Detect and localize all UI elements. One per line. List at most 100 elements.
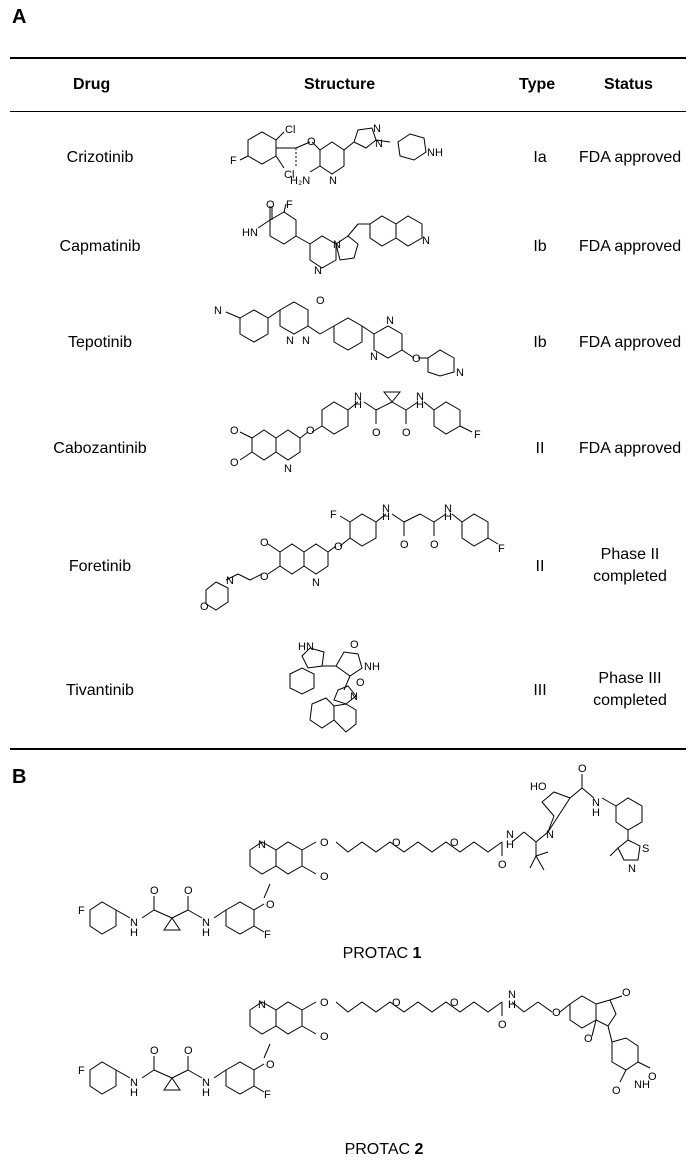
atom-n-14: N <box>416 391 424 403</box>
atom-n-13: N <box>354 391 362 403</box>
protac-1-prefix: PROTAC <box>342 945 413 962</box>
atom-o-9: O <box>230 457 239 469</box>
protac-2-caption: PROTAC 2 <box>284 1141 484 1159</box>
atom-h-2: H <box>416 399 424 411</box>
atom-hn-2: HN <box>298 641 314 653</box>
atom-f-4: F <box>330 509 337 521</box>
atom-o-3: O <box>316 295 325 307</box>
atom-n-28: N <box>130 1077 138 1089</box>
atom-o-20: O <box>266 899 275 911</box>
atom-nh-2: NH <box>364 661 380 673</box>
atom-s-1: S <box>642 843 649 855</box>
atom-o-34: O <box>498 1019 507 1031</box>
atom-o-17: O <box>356 677 365 689</box>
type-foretinib: II <box>535 558 545 575</box>
atom-f-3: F <box>474 429 481 441</box>
atom-o-4: O <box>412 353 421 365</box>
atom-n-7: N <box>214 305 222 317</box>
atom-o-28: O <box>184 1045 193 1057</box>
structure-tivantinib: HN O NH O N <box>286 639 396 745</box>
atom-n-15: N <box>284 463 292 475</box>
protac-1-number: 1 <box>412 945 422 962</box>
atom-n-27: N <box>628 863 636 875</box>
atom-n-6: N <box>422 235 430 247</box>
atom-n-21: N <box>130 917 138 929</box>
atom-n-19: N <box>226 575 234 587</box>
atom-o-26: O <box>578 763 587 775</box>
atom-h-11: H <box>508 999 516 1011</box>
atom-hn-1: HN <box>242 227 258 239</box>
header-status: Status <box>604 76 653 93</box>
table-bottom-rule <box>10 748 686 750</box>
structure-crizotinib: Cl Cl F O H₂N N N N NH <box>228 120 458 205</box>
atom-o-37: O <box>584 1033 593 1045</box>
atom-h-3: H <box>382 511 390 523</box>
atom-n-16: N <box>382 503 390 515</box>
status-tivantinib-line1: Phase III <box>598 670 662 687</box>
type-tepotinib: Ib <box>533 334 547 351</box>
atom-cl-1: Cl <box>285 124 295 136</box>
atom-o-32: O <box>392 997 401 1009</box>
atom-o-21: O <box>320 837 329 849</box>
structure-capmatinib: O F HN N N N <box>236 199 446 285</box>
header-structure: Structure <box>304 76 376 93</box>
atom-n-29: N <box>202 1077 210 1089</box>
atom-f-6: F <box>78 905 85 917</box>
atom-o-15: O <box>200 601 209 613</box>
drug-tepotinib: Tepotinib <box>67 334 133 351</box>
drug-foretinib: Foretinib <box>68 558 132 575</box>
atom-n-5: N <box>314 265 322 277</box>
structure-protac-1: F N H O O N H F O N O O O O O N H N HO O… <box>72 763 672 945</box>
atom-n-26: N <box>592 797 600 809</box>
atom-f-1: F <box>230 155 237 167</box>
atom-o-19: O <box>184 885 193 897</box>
atom-o-23: O <box>392 837 401 849</box>
atom-n-17: N <box>444 503 452 515</box>
atom-o-6: O <box>402 427 411 439</box>
status-cabozantinib: FDA approved <box>578 440 682 457</box>
atom-h2n-1: H₂N <box>290 175 310 187</box>
atom-h-5: H <box>130 927 138 939</box>
protac-2-prefix: PROTAC <box>344 1141 415 1158</box>
status-foretinib-line2: completed <box>593 568 667 585</box>
atom-n-2: N <box>373 123 381 135</box>
atom-n-11: N <box>370 351 378 363</box>
atom-f-5: F <box>498 543 505 555</box>
status-foretinib: Phase II completed <box>570 544 690 588</box>
atom-n-18: N <box>312 577 320 589</box>
atom-o-24: O <box>450 837 459 849</box>
atom-h-10: H <box>202 1087 210 1099</box>
atom-o-16: O <box>350 639 359 651</box>
atom-n-22: N <box>202 917 210 929</box>
status-foretinib-line1: Phase II <box>600 546 660 563</box>
atom-o-29: O <box>266 1059 275 1071</box>
atom-o-7: O <box>306 425 315 437</box>
atom-o-1: O <box>307 136 316 148</box>
atom-o-25: O <box>498 859 507 871</box>
protac-2-number: 2 <box>414 1141 424 1158</box>
type-cabozantinib: II <box>535 440 545 457</box>
status-crizotinib: FDA approved <box>578 149 682 166</box>
atom-n-30: N <box>258 999 266 1011</box>
atom-o-35: O <box>552 1007 561 1019</box>
atom-n-12: N <box>456 367 464 379</box>
atom-n-3: N <box>375 138 383 150</box>
status-capmatinib: FDA approved <box>578 238 682 255</box>
atom-o-18: O <box>150 885 159 897</box>
atom-o-5: O <box>372 427 381 439</box>
atom-nh-1: NH <box>427 147 443 159</box>
atom-o-33: O <box>450 997 459 1009</box>
atom-o-11: O <box>430 539 439 551</box>
atom-o-2: O <box>266 199 275 211</box>
atom-n-4: N <box>333 239 341 251</box>
atom-n-25: N <box>546 829 554 841</box>
header-type: Type <box>519 76 556 93</box>
atom-h-9: H <box>130 1087 138 1099</box>
structure-foretinib: F N H O O N H F O N O O N O <box>200 503 510 633</box>
atom-o-10: O <box>400 539 409 551</box>
atom-o-30: O <box>320 997 329 1009</box>
atom-n-23: N <box>258 839 266 851</box>
atom-f-8: F <box>78 1065 85 1077</box>
panel-a-label: A <box>12 6 27 28</box>
structure-protac-2: F N H O O N H F O N O O O O O N H O O O … <box>72 987 672 1145</box>
